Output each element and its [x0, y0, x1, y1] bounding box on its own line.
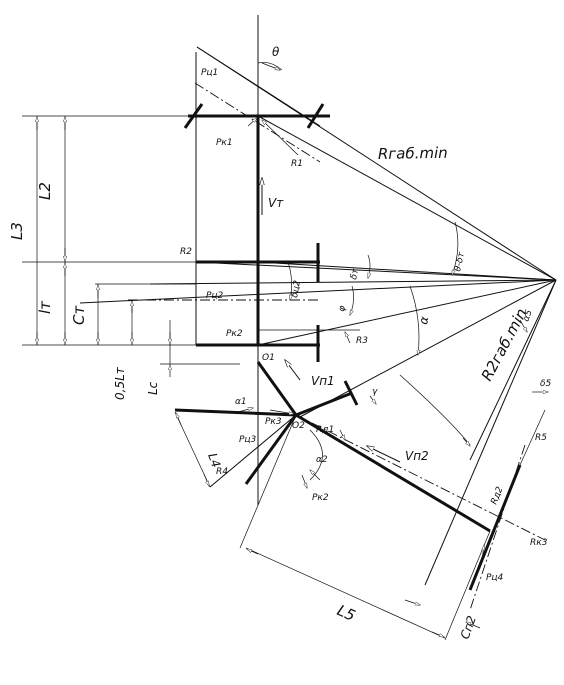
- radial-line-4: [257, 261, 557, 281]
- label-l5: L5: [334, 601, 358, 625]
- label-l3: L3: [8, 222, 26, 240]
- label-l4: L4: [205, 451, 223, 469]
- label-rk3: Rк3: [530, 538, 548, 548]
- boom-lower-axis: [295, 414, 546, 541]
- radial-line-7: [257, 279, 557, 346]
- label-pc4: Pц4: [486, 573, 504, 583]
- top-bar-tick-left: [183, 103, 204, 129]
- label-delta-t: δт: [349, 267, 361, 280]
- label-r4: R4: [216, 467, 228, 477]
- label-rd1: Rд1: [316, 425, 334, 435]
- label-o2: O2: [292, 421, 305, 431]
- label-lc: Lc: [146, 381, 160, 395]
- label-cn2: Cп2: [458, 614, 479, 641]
- label-half-lt: 0,5Lт: [113, 366, 127, 400]
- radial-line-2: [257, 115, 557, 281]
- label-gamma: γ: [372, 387, 378, 397]
- arrow-r3: [345, 332, 351, 344]
- label-alpha2: α2: [316, 455, 328, 465]
- link-o1-o2: [256, 361, 298, 416]
- radial-line-5: [149, 279, 557, 285]
- boom-lower: [295, 413, 491, 533]
- label-theta: θ: [272, 45, 280, 59]
- arrow-alpha5: [519, 319, 527, 332]
- link-o2-left: [174, 408, 297, 417]
- radial-line-6: [79, 279, 557, 304]
- arrow-l5-left: [247, 549, 259, 555]
- arrow-pk1: [247, 118, 257, 127]
- radial-line-1: [196, 46, 557, 281]
- arrow-r2gab: [462, 437, 470, 446]
- label-pk2: Pк2: [226, 329, 243, 339]
- arc-alpha: [409, 285, 419, 355]
- label-delta-c2: δц2: [290, 279, 303, 298]
- arrow-cn2-left: [404, 599, 420, 605]
- label-phi: φ: [337, 305, 348, 313]
- dim-line-l5: [245, 547, 446, 639]
- arrow-cn2-right: [466, 622, 481, 629]
- label-ct: Cт: [70, 305, 88, 325]
- link-o2-upright: [295, 391, 353, 417]
- label-r3: R3: [356, 336, 368, 346]
- label-lt: lт: [36, 300, 54, 314]
- label-alpha: α: [416, 315, 431, 325]
- label-vn1: Vп1: [311, 374, 335, 388]
- link-o2-r4: [209, 414, 297, 488]
- arc-theta: [257, 61, 283, 71]
- label-r2: R2: [180, 247, 192, 257]
- arc-theta-delta: [452, 221, 459, 275]
- label-vn2: Vп2: [405, 449, 429, 463]
- arrow-pk2-low: [310, 470, 321, 481]
- arrow-rd1: [339, 429, 345, 440]
- boom-end-dash: [469, 444, 526, 611]
- label-alpha5: α5: [521, 308, 534, 323]
- radial-line-8: [299, 279, 557, 418]
- label-vt: Vт: [268, 196, 284, 210]
- label-o1: O1: [262, 353, 275, 363]
- arc-delta-c2: [287, 261, 292, 300]
- label-l2: L2: [36, 182, 54, 200]
- label-alpha1: α1: [235, 397, 247, 407]
- arrow-pc4: [482, 545, 484, 561]
- dim-ext-l5-left: [239, 414, 297, 549]
- arrow-vn2: [367, 446, 401, 463]
- arrow-l5-right: [431, 631, 444, 637]
- arrow-l4-bottom: [203, 473, 209, 486]
- arrow-alpha1: [237, 408, 253, 413]
- link-o2-down: [244, 414, 298, 485]
- label-theta-delta: θ-δт: [453, 251, 467, 273]
- arrow-gamma: [369, 395, 376, 404]
- top-bar-tick-right: [306, 103, 325, 129]
- label-pk1: Pк1: [216, 138, 233, 148]
- arrow-theta: [261, 62, 280, 70]
- label-r1: R1: [291, 159, 303, 169]
- label-rgab-top: Rгаб.min: [378, 144, 448, 163]
- label-r5: R5: [535, 433, 547, 443]
- label-pc2: Pц2: [206, 291, 224, 301]
- arc-r2gab: [399, 374, 471, 446]
- arc-delta-t: [368, 254, 370, 278]
- boom-end-ext: [519, 409, 546, 466]
- arrow-vn1: [285, 360, 301, 381]
- arrow-l4-top: [176, 413, 182, 426]
- radial-line-9: [469, 279, 557, 461]
- radial-line-10: [424, 279, 557, 586]
- label-pk2-low: Pк2: [312, 493, 329, 503]
- link-upright-tick: [343, 380, 359, 406]
- arrow-r1: [262, 120, 299, 156]
- label-delta-s: δ5: [540, 379, 552, 389]
- label-pc1: Pц1: [201, 68, 218, 78]
- arc-alpha2: [309, 429, 323, 481]
- label-pk3: Pк3: [265, 417, 282, 427]
- radial-line-3: [195, 261, 557, 281]
- arc-phi: [350, 285, 354, 315]
- arrow-alpha2: [301, 474, 307, 488]
- arrow-pk3: [269, 409, 294, 414]
- label-pc3: Pц3: [239, 435, 257, 445]
